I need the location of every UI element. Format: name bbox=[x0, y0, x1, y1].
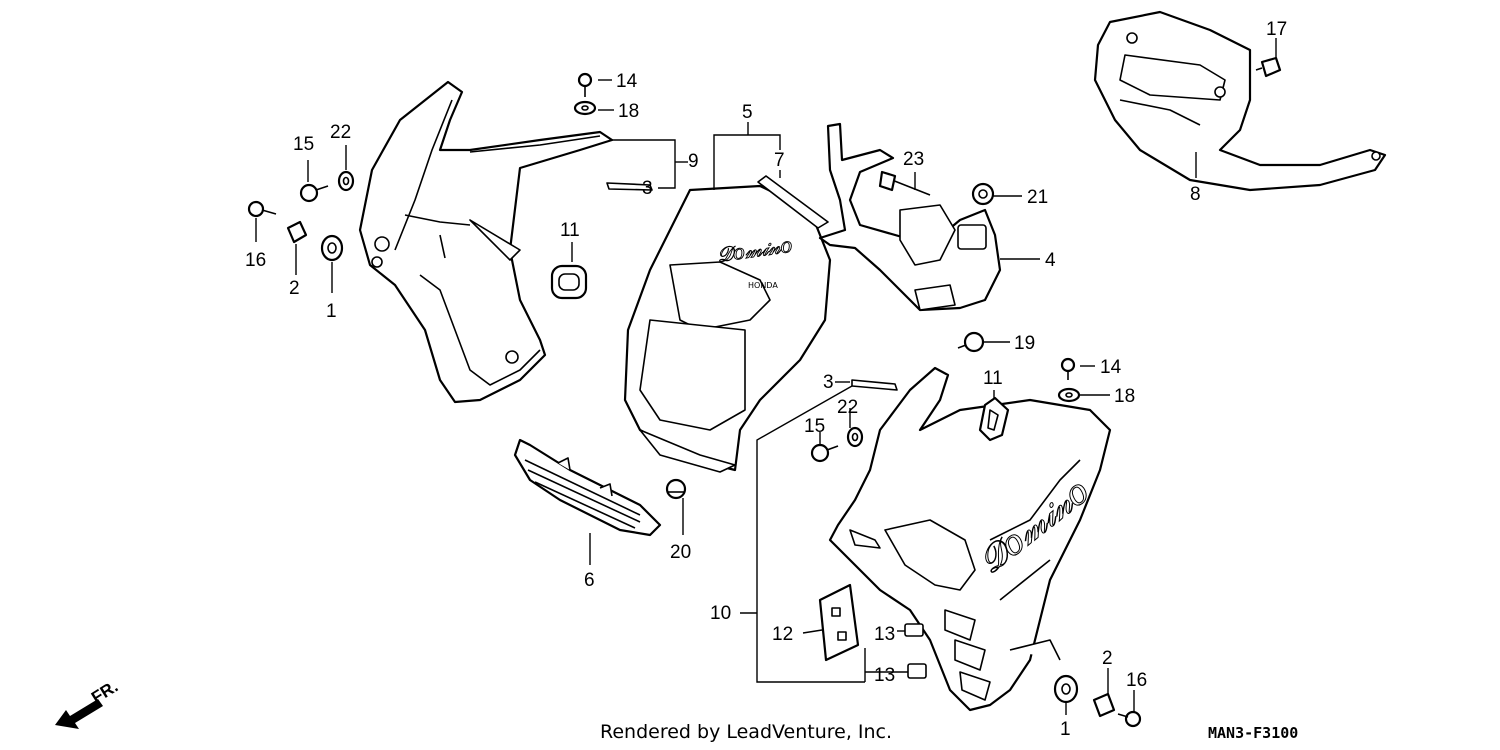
callout-1-right: 1 bbox=[1060, 719, 1071, 740]
callout-18-left: 18 bbox=[618, 101, 639, 122]
callout-17: 17 bbox=[1266, 19, 1287, 40]
screw-14-left bbox=[577, 72, 593, 97]
cowl-strip-right bbox=[851, 379, 898, 391]
callout-16-right: 16 bbox=[1126, 670, 1147, 691]
right-lower-cowl: 𝒟𝑜𝓂𝒾𝓃𝑜 bbox=[828, 366, 1112, 712]
cowl-trim-strip bbox=[757, 175, 829, 229]
washer-22-right bbox=[846, 426, 864, 448]
callout-13-upper: 13 bbox=[874, 624, 895, 645]
callout-10: 10 bbox=[710, 603, 731, 624]
callout-20: 20 bbox=[670, 542, 691, 563]
callout-14-right: 14 bbox=[1100, 357, 1122, 378]
left-upper-cowl bbox=[358, 80, 614, 404]
callout-18-right: 18 bbox=[1114, 386, 1135, 407]
callout-8: 8 bbox=[1190, 184, 1201, 205]
diagram-code: MAN3-F3100 bbox=[1208, 724, 1298, 742]
bolt-16-right bbox=[1117, 710, 1142, 728]
bolt-23 bbox=[878, 170, 931, 196]
callout-2-left: 2 bbox=[289, 278, 300, 299]
callout-14-left: 14 bbox=[616, 71, 638, 92]
nut-21 bbox=[971, 182, 995, 206]
callout-7: 7 bbox=[774, 150, 785, 171]
leader-lines bbox=[255, 38, 1277, 715]
callout-9: 9 bbox=[688, 151, 699, 172]
grommet-right bbox=[978, 396, 1010, 442]
callout-19: 19 bbox=[1014, 333, 1035, 354]
callout-1-left: 1 bbox=[326, 301, 337, 322]
callout-15-right: 15 bbox=[804, 416, 825, 437]
callout-3-right: 3 bbox=[823, 372, 834, 393]
front-cowl: 𝒟𝑜𝓂𝒾𝓃𝑜 HONDA bbox=[623, 184, 832, 473]
callout-3-left: 3 bbox=[642, 178, 653, 199]
callout-11-left: 11 bbox=[560, 220, 580, 241]
washer-18-left bbox=[573, 100, 597, 116]
screw-17 bbox=[1255, 56, 1282, 78]
collar-2-left bbox=[286, 220, 308, 244]
render-credit: Rendered by LeadVenture, Inc. bbox=[600, 721, 892, 743]
bolt-16-left bbox=[247, 200, 277, 218]
clip-13-lower bbox=[907, 663, 927, 679]
screw-15-left bbox=[299, 183, 329, 203]
callout-16-left: 16 bbox=[245, 250, 266, 271]
callout-15-left: 15 bbox=[293, 134, 314, 155]
inner-cover bbox=[1093, 10, 1387, 192]
callout-22-left: 22 bbox=[330, 122, 351, 143]
clip-13-upper bbox=[904, 623, 924, 637]
callout-6: 6 bbox=[584, 570, 595, 591]
callout-22-right: 22 bbox=[837, 397, 858, 418]
callout-12: 12 bbox=[772, 624, 793, 645]
bolt-20 bbox=[665, 478, 687, 500]
screw-14-right bbox=[1060, 357, 1076, 380]
callout-13-lower: 13 bbox=[874, 665, 895, 686]
callout-5: 5 bbox=[742, 102, 753, 123]
grommet-1-right bbox=[1053, 674, 1079, 704]
callout-11-right: 11 bbox=[983, 368, 1003, 389]
washer-18-right bbox=[1057, 387, 1081, 403]
callout-21: 21 bbox=[1027, 187, 1048, 208]
washer-22-left bbox=[337, 170, 355, 192]
callout-labels: 14 18 9 3 5 7 11 15 22 16 2 1 23 21 4 17… bbox=[245, 19, 1287, 740]
screw-19 bbox=[957, 331, 985, 353]
lower-front-trim bbox=[513, 438, 662, 537]
grommet-1-left bbox=[320, 234, 344, 262]
callout-4: 4 bbox=[1045, 250, 1056, 271]
emblem-plate bbox=[818, 583, 860, 662]
callout-2-right: 2 bbox=[1102, 648, 1113, 669]
cowl-stay bbox=[818, 122, 1002, 312]
cowl-strip-left bbox=[606, 182, 653, 191]
svg-text:HONDA: HONDA bbox=[748, 281, 778, 290]
screw-15-right bbox=[810, 443, 839, 463]
collar-2-right bbox=[1092, 692, 1116, 718]
front-direction-arrow: FR. bbox=[55, 677, 121, 729]
callout-23: 23 bbox=[903, 149, 924, 170]
grommet-left bbox=[550, 264, 588, 300]
